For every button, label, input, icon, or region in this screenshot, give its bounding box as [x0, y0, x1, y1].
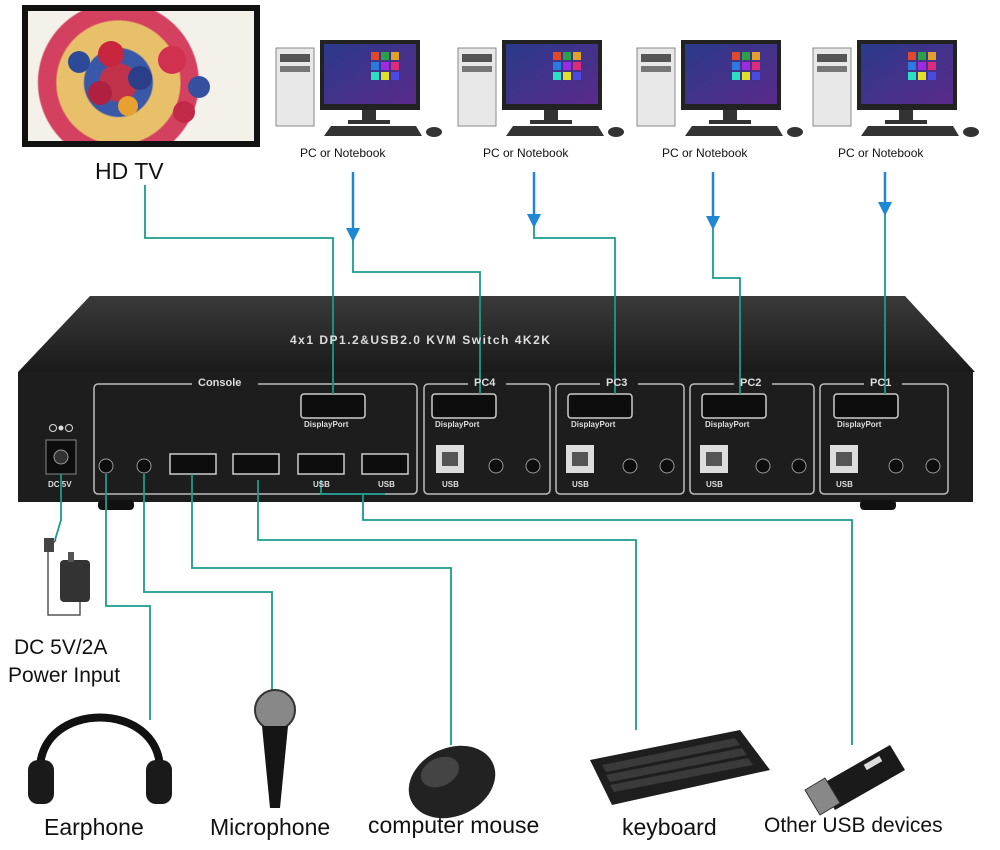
console-label: Console [198, 377, 242, 389]
kvm-front [18, 372, 973, 502]
group-label-pc4: PC4 [474, 377, 496, 389]
kvm-top [18, 296, 975, 372]
dp-label-pc3: DisplayPort [571, 420, 616, 429]
power-label-line1: DC 5V/2A [14, 636, 108, 659]
keyboard-icon [590, 730, 770, 805]
mouse-label: computer mouse [368, 812, 540, 838]
dp-label-console: DisplayPort [304, 420, 349, 429]
usb-label-pc2: USB [706, 480, 723, 489]
pc-icon-3 [457, 39, 625, 138]
dp-label-pc1: DisplayPort [837, 420, 882, 429]
pc-label-4: PC or Notebook [300, 146, 386, 160]
pc3-ports [566, 393, 675, 474]
pc-icon-4 [275, 39, 443, 138]
microphone-label: Microphone [210, 814, 331, 840]
usb-drive-icon [804, 745, 905, 816]
hd-tv [22, 5, 260, 147]
pc4-ports [431, 393, 541, 474]
power-adapter-icon [44, 538, 90, 616]
usb-label-console-1: USB [313, 480, 330, 489]
tv-screen-image [28, 11, 254, 141]
usb-label-console-2: USB [378, 480, 395, 489]
power-label-line2: Power Input [8, 664, 121, 687]
microphone-icon [254, 689, 296, 808]
earphone-icon [28, 713, 172, 804]
pc-icon-2 [636, 39, 804, 138]
usb-label-pc3: USB [572, 480, 589, 489]
dp-label-pc4: DisplayPort [435, 420, 480, 429]
pc2-ports [700, 393, 807, 474]
pc-icon-1 [812, 39, 980, 138]
pc-label-3: PC or Notebook [483, 146, 569, 160]
hd-tv-label: HD TV [95, 158, 164, 184]
mouse-icon [408, 745, 496, 819]
pc-label-1: PC or Notebook [838, 146, 924, 160]
pc-label-2: PC or Notebook [662, 146, 748, 160]
usb-devices-label: Other USB devices [764, 814, 943, 837]
group-label-pc3: PC3 [606, 377, 628, 389]
group-label-pc1: PC1 [870, 377, 892, 389]
pc1-ports [830, 393, 941, 474]
keyboard-label: keyboard [622, 814, 717, 840]
earphone-label: Earphone [44, 814, 144, 840]
arrows [346, 172, 892, 242]
usb-label-pc1: USB [836, 480, 853, 489]
console-displayport [300, 393, 366, 419]
dc-label: DC 5V [48, 480, 72, 489]
device-title: 4x1 DP1.2&USB2.0 KVM Switch 4K2K [290, 333, 552, 347]
usb-label-pc4: USB [442, 480, 459, 489]
dp-label-pc2: DisplayPort [705, 420, 750, 429]
group-label-pc2: PC2 [740, 377, 762, 389]
